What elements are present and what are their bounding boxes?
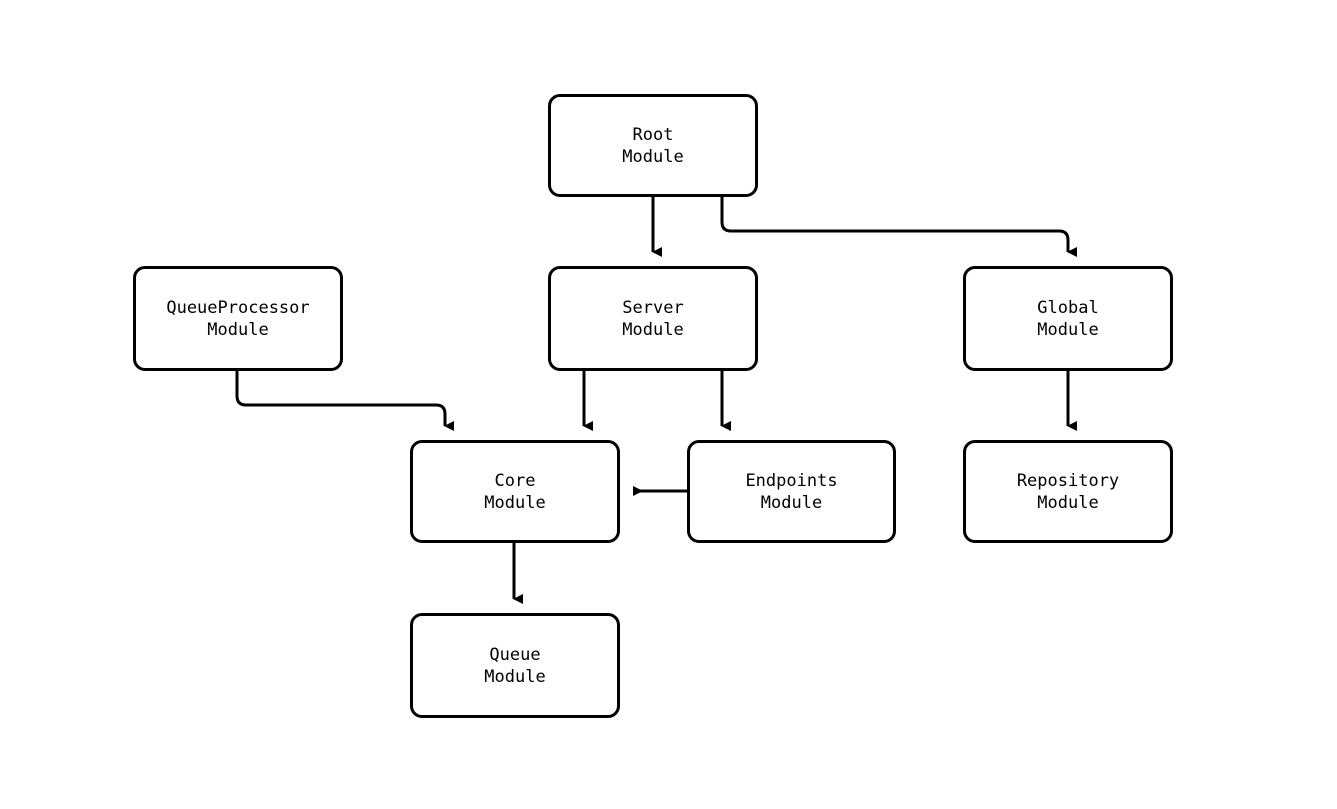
node-global-suffix: Module (1037, 319, 1099, 340)
node-endpoints-name: Endpoints (745, 470, 838, 491)
node-server-name: Server (622, 297, 684, 318)
node-root-name: Root (632, 124, 674, 145)
node-root-suffix: Module (622, 146, 684, 167)
node-queue-suffix: Module (484, 666, 546, 687)
node-global-name: Global (1037, 297, 1099, 318)
node-core-name: Core (494, 470, 536, 491)
node-core-suffix: Module (484, 492, 546, 513)
node-queueprocessor-suffix: Module (207, 319, 269, 340)
node-server-suffix: Module (622, 319, 684, 340)
node-queue-name: Queue (489, 644, 541, 665)
node-endpoints-suffix: Module (760, 492, 823, 513)
node-repository-name: Repository (1016, 470, 1120, 491)
edge-queueprocessor-to-core (235, 371, 454, 431)
node-repository-suffix: Module (1037, 492, 1099, 513)
edge-root-to-global (720, 197, 1077, 257)
node-queueprocessor-name: QueueProcessor (166, 297, 310, 318)
